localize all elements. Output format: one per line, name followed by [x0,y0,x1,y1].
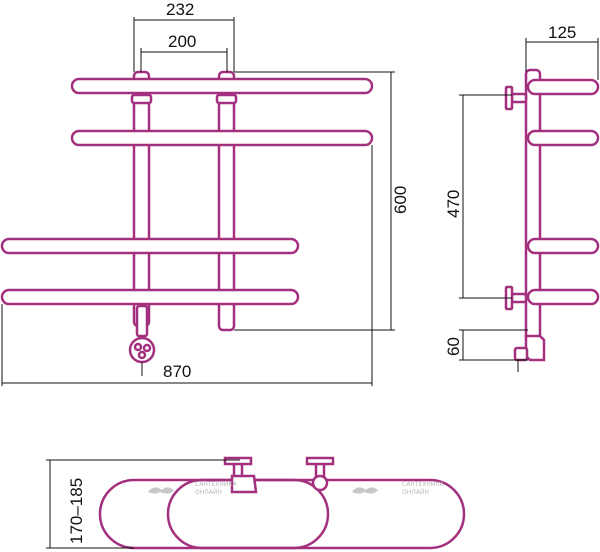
side-view [504,68,600,362]
side-heating-element-knob [513,346,529,362]
dim-front-width-outer: 232 [166,0,194,19]
side-bar-4 [526,288,600,306]
watermark-right: САНТЕХНИКА ОНЛАЙН [352,481,445,496]
watermark-right-line2: ОНЛАЙН [402,489,429,496]
watermark-left-line2: ОНЛАЙН [195,489,222,496]
watermark-left-line1: САНТЕХНИКА [195,481,238,488]
top-mount-right-plate [305,456,335,466]
front-bar-1 [70,77,374,95]
heating-element-knob-inner-2 [142,343,152,353]
side-mount-top-plate [504,85,514,111]
dim-front-length: 870 [163,362,191,381]
top-dimension-lines [46,459,240,549]
side-bar-1 [526,78,600,96]
front-bar-3 [0,237,300,255]
side-bar-3 [526,237,600,255]
dim-side-bottom: 60 [444,337,463,356]
watermark-left: САНТЕХНИКА ОНЛАЙН [148,481,238,496]
front-bar-2 [70,129,374,147]
dim-front-width-inner: 200 [168,32,196,51]
heating-element-knob-inner-3 [137,350,147,360]
dim-side-mount-spacing: 470 [444,190,463,218]
side-bar-2 [526,129,600,147]
top-heating-element [230,474,258,494]
top-view [98,456,466,550]
dim-front-height: 600 [391,186,410,214]
side-dimension-lines [459,38,599,372]
front-view [0,70,374,364]
dim-side-depth: 125 [548,23,576,42]
heating-element-body [135,304,149,338]
front-collar-left-top [130,93,153,105]
front-dimension-lines [1,17,395,386]
top-mount-left-plate [223,456,253,466]
dim-top-depth: 170–185 [67,478,86,544]
front-collar-right-top [215,93,238,105]
heating-element-knob-inner-1 [133,342,143,352]
side-heating-element [524,334,546,362]
top-mount-right-knuckle [311,474,329,492]
side-mount-bottom-stem [510,292,528,304]
front-left-riser [132,70,151,328]
side-mount-top-stem [510,92,528,104]
front-bar-4 [0,288,300,306]
watermark-right-line1: САНТЕХНИКА [402,481,445,488]
